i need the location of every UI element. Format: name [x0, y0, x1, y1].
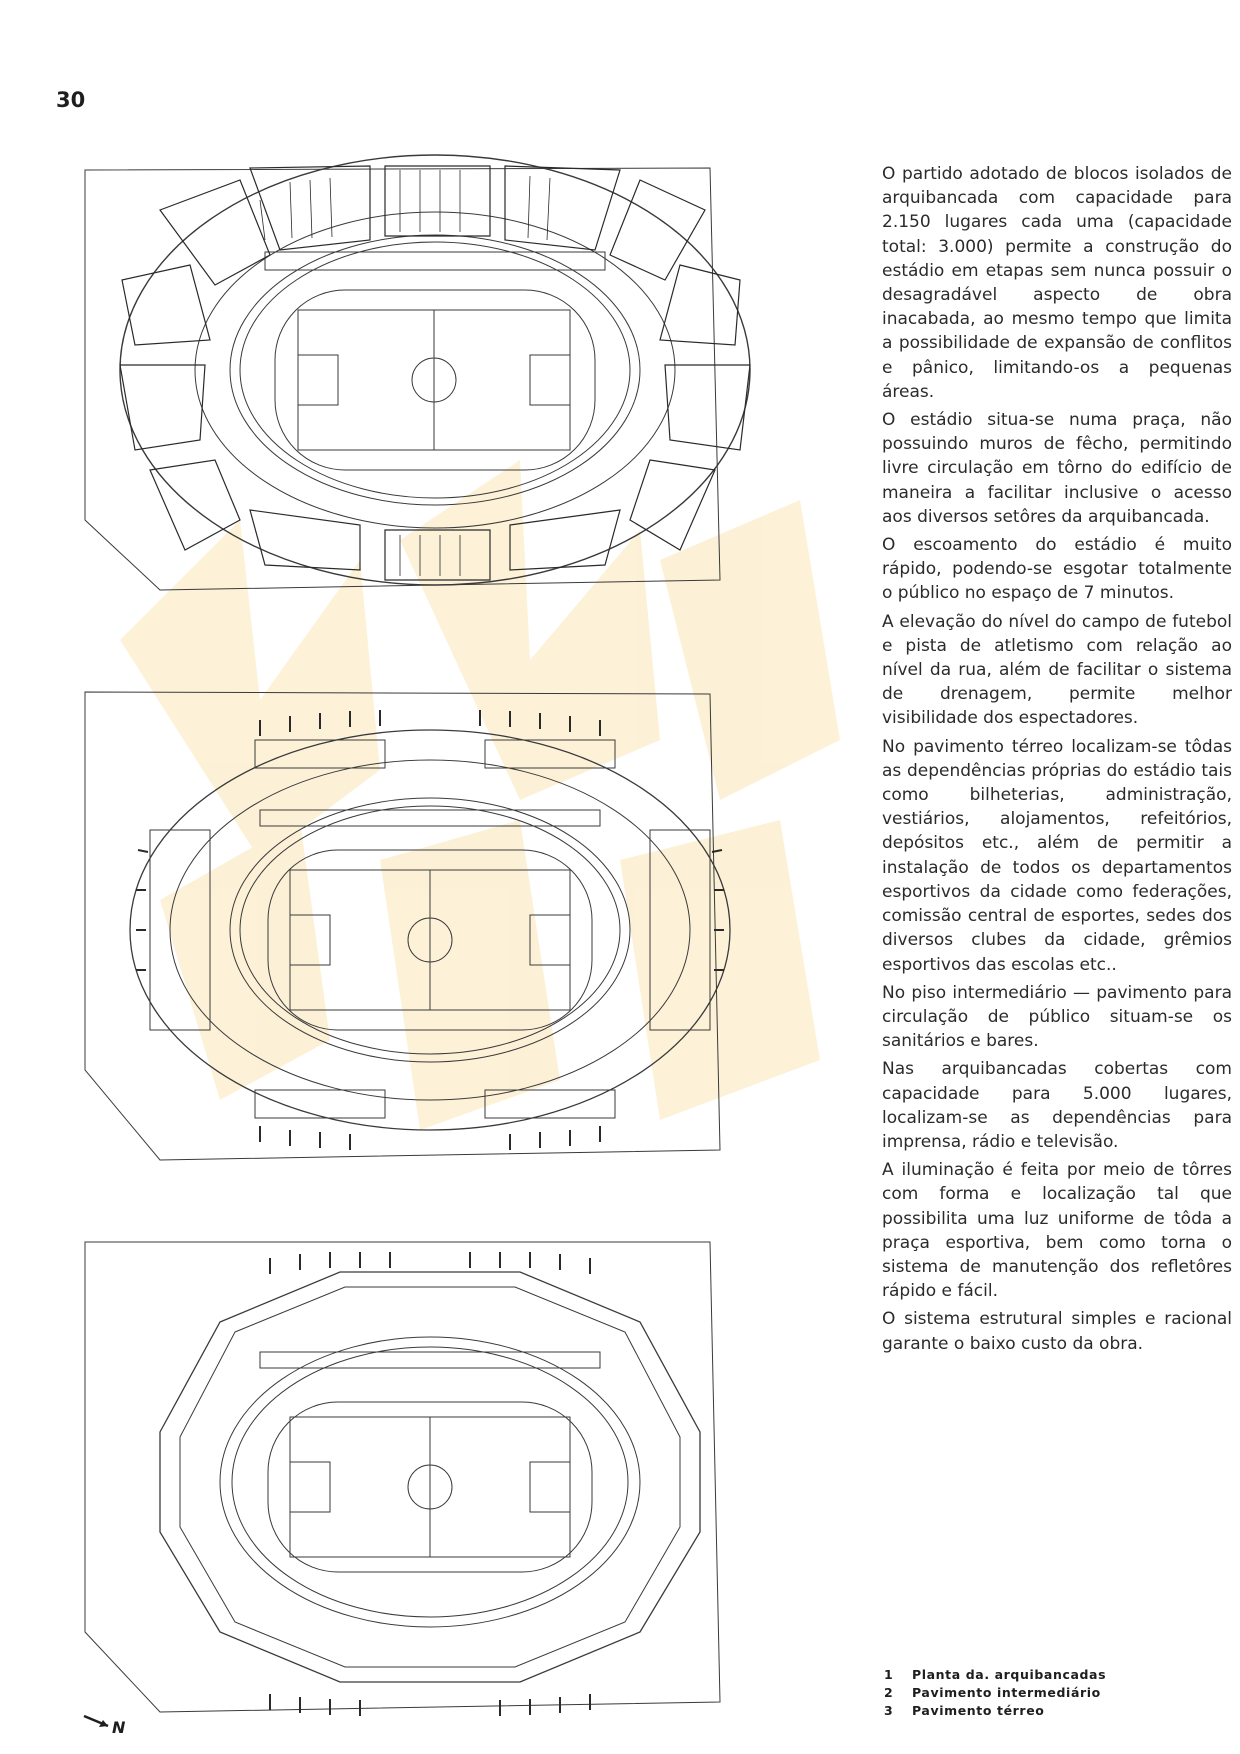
paragraph-1: O partido adotado de blocos isolados de …	[882, 164, 1232, 402]
caption-number: 1	[884, 1667, 894, 1682]
north-label: N	[112, 1718, 126, 1737]
paragraph-8: A iluminação é feita por meio de tôrres …	[882, 1160, 1232, 1302]
caption-2: 2 Pavimento intermediário	[884, 1684, 1204, 1702]
paragraph-3: O escoamento do estádio é muito rápido, …	[882, 535, 1232, 604]
caption-label: Pavimento térreo	[912, 1703, 1045, 1718]
paragraph-6: No piso intermediário — pavimento para c…	[882, 982, 1232, 1052]
paragraph-4: A elevação do nível do campo de futebol …	[882, 611, 1232, 729]
paragraph-9: O sistema estrutural simples e racional …	[882, 1309, 1232, 1354]
paragraph-2: O estádio situa-se numa praça, não possu…	[882, 410, 1232, 527]
stadium-plan-arquibancadas	[40, 140, 820, 660]
paragraph-7: Nas arquibancadas cobertas com capacidad…	[882, 1059, 1232, 1152]
body-text: O partido adotado de blocos isolados de …	[882, 162, 1232, 1360]
caption-number: 3	[884, 1703, 894, 1718]
caption-1: 1 Planta da. arquibancadas	[884, 1666, 1204, 1684]
caption-label: Planta da. arquibancadas	[912, 1667, 1107, 1682]
north-arrow-icon	[83, 1714, 109, 1728]
stadium-plan-pavimento-intermediario	[40, 680, 820, 1180]
caption-label: Pavimento intermediário	[912, 1685, 1101, 1700]
caption-number: 2	[884, 1685, 894, 1700]
page-number: 30	[56, 88, 86, 112]
figure-captions: 1 Planta da. arquibancadas 2 Pavimento i…	[884, 1666, 1204, 1720]
paragraph-5: No pavimento térreo localizam-se tôdas a…	[882, 736, 1232, 975]
north-arrow: N	[82, 1710, 142, 1737]
stadium-plan-pavimento-terreo	[40, 1232, 820, 1742]
caption-3: 3 Pavimento térreo	[884, 1702, 1204, 1720]
